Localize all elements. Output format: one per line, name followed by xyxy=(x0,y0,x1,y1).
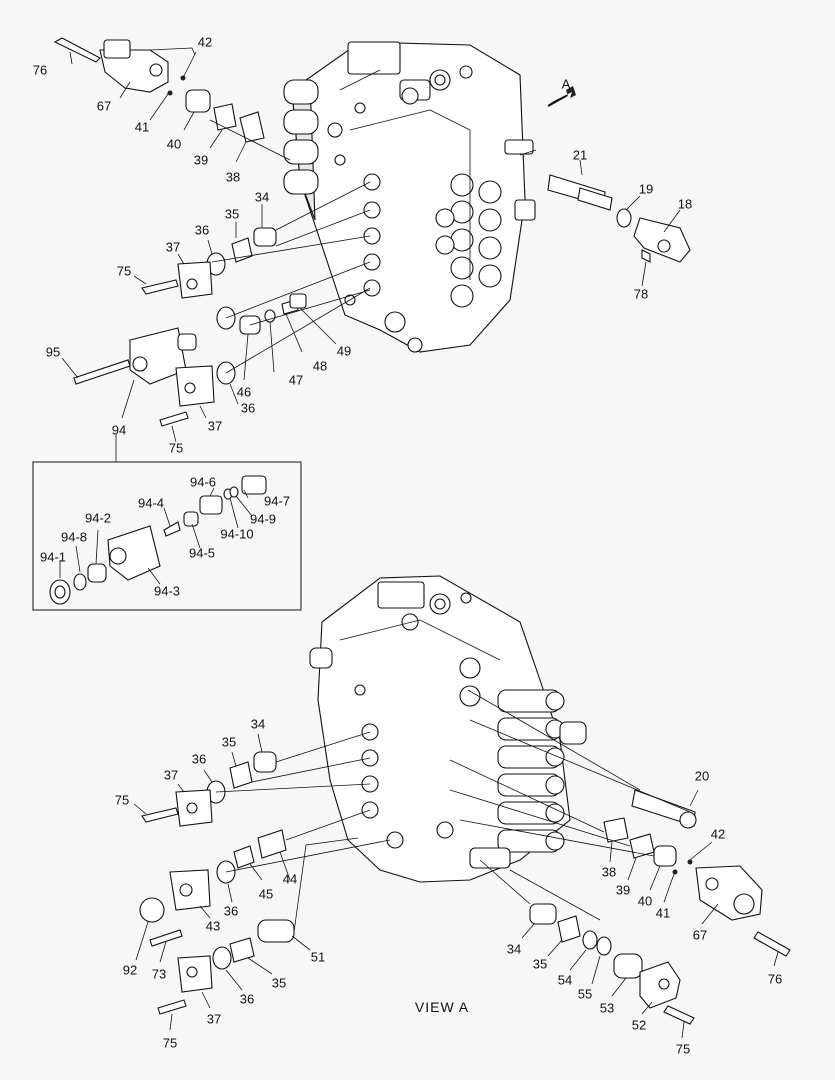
part-label-36e: 36 xyxy=(239,991,255,1007)
part-label-75: 75 xyxy=(116,263,132,279)
part-label-41: 41 xyxy=(134,119,150,135)
part-label-34: 34 xyxy=(254,189,270,205)
part-label-19: 19 xyxy=(638,181,654,197)
part-label-18: 18 xyxy=(677,196,693,212)
part-label-67b: 67 xyxy=(692,927,708,943)
part-label-94-6: 94-6 xyxy=(189,474,217,490)
bottom-leader-lines xyxy=(133,689,779,1039)
part-label-35b: 35 xyxy=(221,734,237,750)
part-label-94-1: 94-1 xyxy=(39,549,67,565)
part-label-36c: 36 xyxy=(191,751,207,767)
part-label-42: 42 xyxy=(197,34,213,50)
part-label-94-8: 94-8 xyxy=(60,529,88,545)
part-label-21: 21 xyxy=(572,147,588,163)
part-label-48: 48 xyxy=(312,358,328,374)
part-label-45: 45 xyxy=(258,886,274,902)
part-label-36d: 36 xyxy=(223,903,239,919)
top-valve-body xyxy=(283,41,536,353)
part-label-35d: 35 xyxy=(532,956,548,972)
view-a-arrow xyxy=(547,86,576,107)
part-label-94-9: 94-9 xyxy=(249,511,277,527)
part-label-73: 73 xyxy=(151,966,167,982)
part-label-41b: 41 xyxy=(655,905,671,921)
part-label-35c: 35 xyxy=(271,975,287,991)
part-label-47: 47 xyxy=(288,372,304,388)
part-label-51: 51 xyxy=(310,949,326,965)
part-label-52: 52 xyxy=(631,1017,647,1033)
part-label-40b: 40 xyxy=(637,893,653,909)
top-right-parts xyxy=(547,174,691,263)
part-label-43: 43 xyxy=(205,918,221,934)
part-label-39b: 39 xyxy=(615,882,631,898)
part-label-94-10: 94-10 xyxy=(220,526,254,542)
part-label-37b: 37 xyxy=(207,418,223,434)
part-label-53: 53 xyxy=(599,1000,615,1016)
view-arrow-label: A xyxy=(561,76,571,92)
part-label-55: 55 xyxy=(577,986,593,1002)
part-label-38: 38 xyxy=(225,169,241,185)
part-label-54: 54 xyxy=(557,972,573,988)
detail-94-box xyxy=(32,461,302,611)
part-label-76b: 76 xyxy=(767,971,783,987)
part-label-35: 35 xyxy=(224,206,240,222)
part-label-38b: 38 xyxy=(601,864,617,880)
part-label-37c: 37 xyxy=(163,767,179,783)
part-label-49: 49 xyxy=(336,343,352,359)
part-label-95: 95 xyxy=(45,344,61,360)
part-label-67: 67 xyxy=(96,98,112,114)
part-label-34c: 34 xyxy=(506,941,522,957)
part-label-75b: 75 xyxy=(168,440,184,456)
part-label-78: 78 xyxy=(633,286,649,302)
part-label-94: 94 xyxy=(111,422,127,438)
part-label-94-4: 94-4 xyxy=(137,495,165,511)
part-label-75c: 75 xyxy=(114,792,130,808)
part-label-46: 46 xyxy=(236,384,252,400)
detail-94-parts xyxy=(49,475,267,605)
bottom-right-parts xyxy=(529,789,791,1025)
part-label-76: 76 xyxy=(32,62,48,78)
part-label-40: 40 xyxy=(166,136,182,152)
part-label-94-2: 94-2 xyxy=(84,510,112,526)
part-label-92: 92 xyxy=(122,962,138,978)
top-leader-lines xyxy=(61,47,681,462)
part-label-75e: 75 xyxy=(675,1041,691,1057)
part-label-42b: 42 xyxy=(710,826,726,842)
view-caption: VIEW A xyxy=(414,999,470,1015)
part-label-37: 37 xyxy=(165,239,181,255)
part-label-94-3: 94-3 xyxy=(153,583,181,599)
part-label-94-5: 94-5 xyxy=(188,545,216,561)
part-label-37d: 37 xyxy=(206,1011,222,1027)
part-label-94-7: 94-7 xyxy=(263,493,291,509)
part-label-75d: 75 xyxy=(162,1035,178,1051)
part-label-20: 20 xyxy=(694,768,710,784)
part-label-36: 36 xyxy=(194,222,210,238)
part-label-44: 44 xyxy=(282,871,298,887)
part-label-34b: 34 xyxy=(250,716,266,732)
top-left-parts xyxy=(53,37,307,427)
part-label-39: 39 xyxy=(193,152,209,168)
part-label-36b: 36 xyxy=(240,400,256,416)
